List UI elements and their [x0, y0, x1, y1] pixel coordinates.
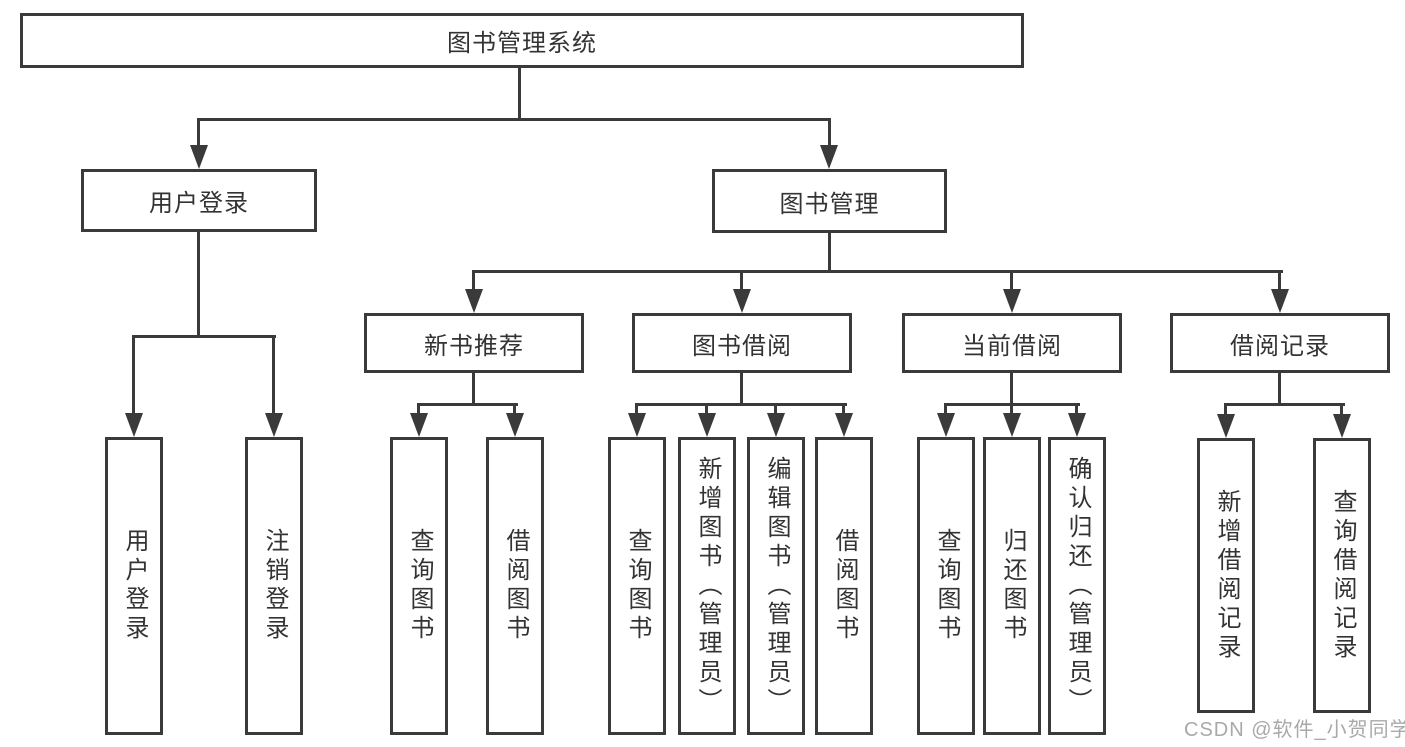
- connector-s1-stub1: [417, 403, 420, 417]
- leaf-query-books-current: 查询图书: [917, 437, 975, 735]
- arrow-down-s4-leaf1: [1217, 414, 1235, 438]
- leaf-return-books: 归还图书: [983, 437, 1041, 735]
- connector-sections-rail: [472, 270, 1283, 273]
- node-new-book-recommend: 新书推荐: [364, 313, 584, 373]
- leaf-label: 归还图书: [999, 528, 1026, 644]
- leaf-query-borrow-record: 查询借阅记录: [1313, 438, 1371, 713]
- connector-stub-new-book: [472, 270, 475, 292]
- connector-s2-rail: [635, 403, 847, 406]
- leaf-label: 注销登录: [261, 528, 288, 644]
- arrow-down-book-borrow: [733, 289, 751, 313]
- connector-s1-rail: [417, 403, 518, 406]
- arrow-down-book-management: [820, 145, 838, 169]
- connector-stub-borrow-record: [1278, 270, 1281, 292]
- leaf-confirm-return-admin: 确认归还（管理员）: [1048, 437, 1106, 735]
- connector-s4-rail: [1224, 403, 1345, 406]
- leaf-label: 用户登录: [121, 528, 148, 644]
- leaf-label: 查询图书: [406, 528, 433, 644]
- connector-s1-stub2: [513, 403, 516, 417]
- connector-user-login-rail: [132, 335, 276, 338]
- connector-stub-leaf-logout: [272, 335, 275, 415]
- connector-s2-stub2: [705, 403, 708, 417]
- arrow-down-s2-leaf1: [628, 413, 646, 437]
- arrow-down-s2-leaf2: [698, 413, 716, 437]
- connector-root-trunk: [518, 67, 521, 120]
- leaf-label: 借阅图书: [831, 528, 858, 644]
- leaf-edit-books-admin: 编辑图书（管理员）: [747, 437, 805, 735]
- arrow-down-s3-leaf2: [1003, 413, 1021, 437]
- node-book-management: 图书管理: [712, 169, 947, 233]
- node-current-borrowing: 当前借阅: [902, 313, 1122, 373]
- leaf-label: 借阅图书: [502, 528, 529, 644]
- arrow-down-current-borrow: [1003, 289, 1021, 313]
- connector-s2-stub1: [635, 403, 638, 417]
- leaf-label: 查询图书: [933, 528, 960, 644]
- connector-s3-stub3: [1075, 403, 1078, 417]
- arrow-down-new-book: [465, 289, 483, 313]
- connector-stub-book-management: [828, 118, 831, 146]
- connector-user-login-trunk: [197, 232, 200, 337]
- connector-s4-trunk: [1278, 373, 1281, 405]
- arrow-down-s2-leaf4: [835, 413, 853, 437]
- leaf-label: 新增借阅记录: [1213, 488, 1240, 663]
- arrow-down-s4-leaf2: [1333, 414, 1351, 438]
- watermark: CSDN @软件_小贺同学: [1184, 719, 1405, 741]
- connector-stub-current-borrow: [1010, 270, 1013, 292]
- connector-s3-trunk: [1010, 373, 1013, 405]
- leaf-borrow-books: 借阅图书: [815, 437, 873, 735]
- leaf-label: 查询图书: [624, 528, 651, 644]
- node-borrowing-records: 借阅记录: [1170, 313, 1390, 373]
- node-book-borrowing: 图书借阅: [632, 313, 852, 373]
- connector-stub-book-borrow: [740, 270, 743, 292]
- arrow-down-s2-leaf3: [767, 413, 785, 437]
- arrow-down-leaf-logout: [265, 413, 283, 437]
- arrow-down-s3-leaf1: [937, 413, 955, 437]
- connector-book-management-trunk: [828, 233, 831, 272]
- leaf-label: 新增图书（管理员）: [694, 455, 721, 717]
- connector-s2-stub4: [842, 403, 845, 417]
- connector-stub-leaf-user-login: [132, 335, 135, 415]
- arrow-down-leaf-user-login: [125, 413, 143, 437]
- arrow-down-s3-leaf3: [1068, 413, 1086, 437]
- leaf-query-books-borrow: 查询图书: [608, 437, 666, 735]
- connector-s4-stub2: [1340, 403, 1343, 417]
- arrow-down-user-login: [190, 145, 208, 169]
- connector-s3-stub2: [1010, 403, 1013, 417]
- node-library-management-system: 图书管理系统: [20, 13, 1024, 68]
- leaf-add-borrow-record: 新增借阅记录: [1197, 438, 1255, 713]
- leaf-label: 查询借阅记录: [1329, 488, 1356, 663]
- leaf-label: 确认归还（管理员）: [1064, 455, 1091, 717]
- leaf-user-login: 用户登录: [105, 437, 163, 735]
- connector-s4-stub1: [1224, 403, 1227, 417]
- arrow-down-s1-leaf1: [410, 413, 428, 437]
- node-user-login: 用户登录: [81, 169, 317, 232]
- leaf-label: 编辑图书（管理员）: [763, 455, 790, 717]
- leaf-query-books-recommend: 查询图书: [390, 437, 448, 735]
- connector-s2-trunk: [740, 373, 743, 405]
- leaf-borrow-books-recommend: 借阅图书: [486, 437, 544, 735]
- connector-stub-user-login: [197, 118, 200, 146]
- arrow-down-s1-leaf2: [506, 413, 524, 437]
- leaf-add-books-admin: 新增图书（管理员）: [678, 437, 736, 735]
- connector-s3-stub1: [944, 403, 947, 417]
- arrow-down-borrow-record: [1271, 289, 1289, 313]
- connector-level2-rail: [197, 118, 831, 121]
- leaf-logout-login: 注销登录: [245, 437, 303, 735]
- connector-s2-stub3: [774, 403, 777, 417]
- connector-s1-trunk: [472, 373, 475, 405]
